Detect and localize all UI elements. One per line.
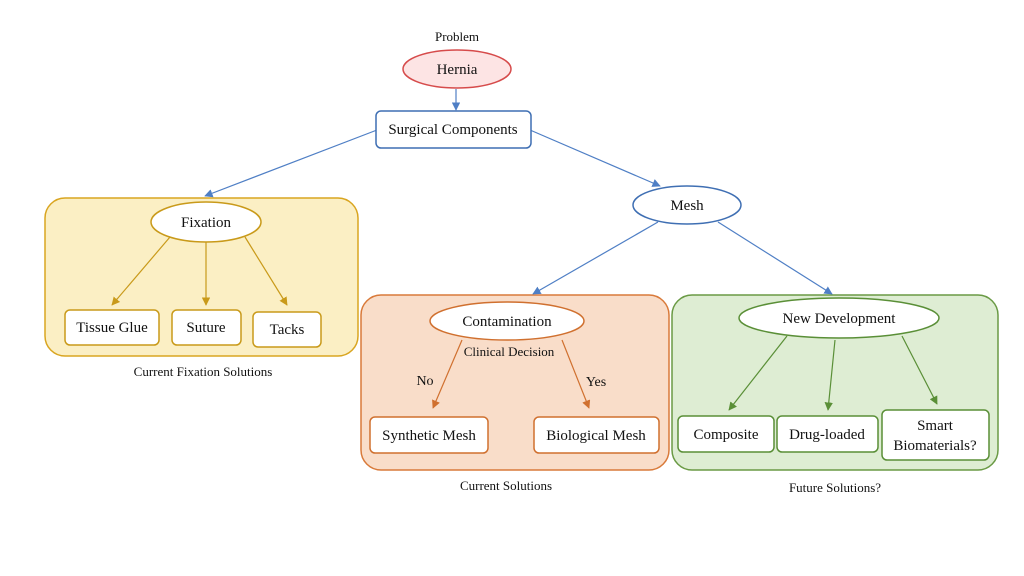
arrow-contamination-no [432, 339, 463, 409]
future-solutions-caption: Future Solutions? [789, 480, 881, 495]
biological-mesh-box [533, 416, 660, 454]
contamination-node [429, 301, 585, 341]
new-development-node [738, 297, 940, 339]
arrow-new-dev-to-smart [901, 335, 938, 405]
surgical-components-label: Surgical Components [388, 122, 517, 138]
yes-label: Yes [586, 375, 606, 390]
new-development-label: New Development [783, 311, 897, 327]
fixation-node [150, 201, 262, 243]
composite-label: Composite [693, 427, 758, 443]
mesh-node [632, 185, 742, 225]
suture-label: Suture [186, 320, 226, 336]
mesh-label: Mesh [670, 198, 704, 214]
fixation-caption: Current Fixation Solutions [134, 364, 273, 379]
tacks-box [252, 311, 322, 348]
no-label: No [416, 374, 433, 389]
surgical-components-node [375, 110, 532, 149]
smart-biomaterials-box [881, 409, 990, 461]
arrow-fixation-to-tissue-glue [111, 236, 171, 306]
hernia-label: Hernia [437, 62, 478, 78]
synthetic-mesh-label: Synthetic Mesh [382, 428, 476, 444]
arrow-mesh-to-contamination [532, 221, 659, 295]
arrow-components-to-fixation [204, 129, 378, 198]
smart-biomaterials-line1: Smart [917, 418, 954, 434]
arrow-fixation-to-tacks [244, 236, 288, 306]
composite-box [677, 415, 775, 453]
contamination-label: Contamination [462, 314, 552, 330]
fixation-label: Fixation [181, 215, 232, 231]
arrow-components-to-mesh [529, 129, 661, 187]
current-solutions-caption: Current Solutions [460, 478, 552, 493]
arrow-new-dev-to-drug-loaded [824, 339, 836, 411]
tissue-glue-box [64, 309, 160, 346]
tacks-label: Tacks [270, 322, 305, 338]
drug-loaded-box [776, 415, 879, 453]
tissue-glue-label: Tissue Glue [76, 320, 148, 336]
synthetic-mesh-box [369, 416, 489, 454]
biological-mesh-label: Biological Mesh [546, 428, 646, 444]
arrow-mesh-to-new-development [717, 221, 833, 295]
drug-loaded-label: Drug-loaded [789, 427, 865, 443]
hernia-node [402, 49, 512, 89]
arrow-contamination-yes [561, 339, 591, 409]
arrow-new-dev-to-composite [728, 335, 788, 411]
smart-biomaterials-line2: Biomaterials? [893, 438, 977, 454]
problem-label: Problem [435, 29, 479, 44]
clinical-decision-label: Clinical Decision [464, 344, 555, 359]
suture-box [171, 309, 242, 346]
